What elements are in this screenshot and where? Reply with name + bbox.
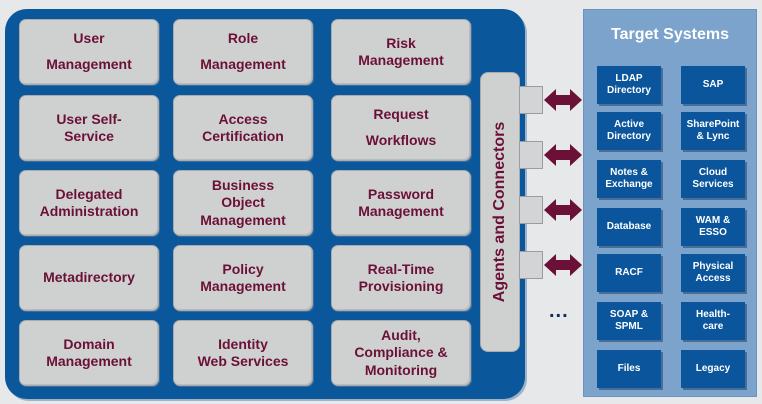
target-soap-spml: SOAP & SPML: [597, 302, 661, 340]
target-racf: RACF: [597, 254, 661, 292]
double-arrow-icon: [544, 199, 582, 221]
target-cloud-services: Cloud Services: [681, 160, 745, 198]
target-physical-access: Physical Access: [681, 254, 745, 292]
double-arrow-icon: [544, 144, 582, 166]
capability-policy-management: Policy Management: [173, 245, 313, 311]
target-active-directory: Active Directory: [597, 112, 661, 150]
double-arrow-icon: [544, 89, 582, 111]
target-wam-esso: WAM & ESSO: [681, 208, 745, 246]
more-connectors-ellipsis: ...: [549, 300, 569, 322]
double-arrow-icon: [544, 254, 582, 276]
capability-business-object-management: Business Object Management: [173, 170, 313, 236]
agents-and-connectors-label: Agents and Connectors: [491, 121, 508, 303]
capability-role-management: Role Management: [173, 19, 313, 85]
target-sharepoint-lync: SharePoint & Lync: [681, 112, 745, 150]
capability-password-management: Password Management: [331, 170, 471, 236]
target-files: Files: [597, 350, 661, 388]
target-ldap-directory: LDAP Directory: [597, 66, 661, 104]
capability-request-workflows: Request Workflows: [331, 95, 471, 161]
target-database: Database: [597, 208, 661, 246]
connector-tab: [519, 251, 543, 279]
target-healthcare: Health- care: [681, 302, 745, 340]
connector-tab: [519, 86, 543, 114]
capability-access-certification: Access Certification: [173, 95, 313, 161]
agents-and-connectors-bar: Agents and Connectors: [480, 72, 520, 352]
connector-tab: [519, 141, 543, 169]
target-legacy: Legacy: [681, 350, 745, 388]
capability-real-time-provisioning: Real-Time Provisioning: [331, 245, 471, 311]
target-notes-exchange: Notes & Exchange: [597, 160, 661, 198]
capability-audit-compliance-monitoring: Audit, Compliance & Monitoring: [331, 320, 471, 386]
connector-tab: [519, 196, 543, 224]
capability-risk-management: Risk Management: [331, 19, 471, 85]
capability-identity-web-services: Identity Web Services: [173, 320, 313, 386]
capability-metadirectory: Metadirectory: [19, 245, 159, 311]
capability-delegated-administration: Delegated Administration: [19, 170, 159, 236]
capability-user-management: User Management: [19, 19, 159, 85]
capability-user-self-service: User Self- Service: [19, 95, 159, 161]
target-sap: SAP: [681, 66, 745, 104]
capability-domain-management: Domain Management: [19, 320, 159, 386]
target-systems-title: Target Systems: [611, 26, 729, 43]
